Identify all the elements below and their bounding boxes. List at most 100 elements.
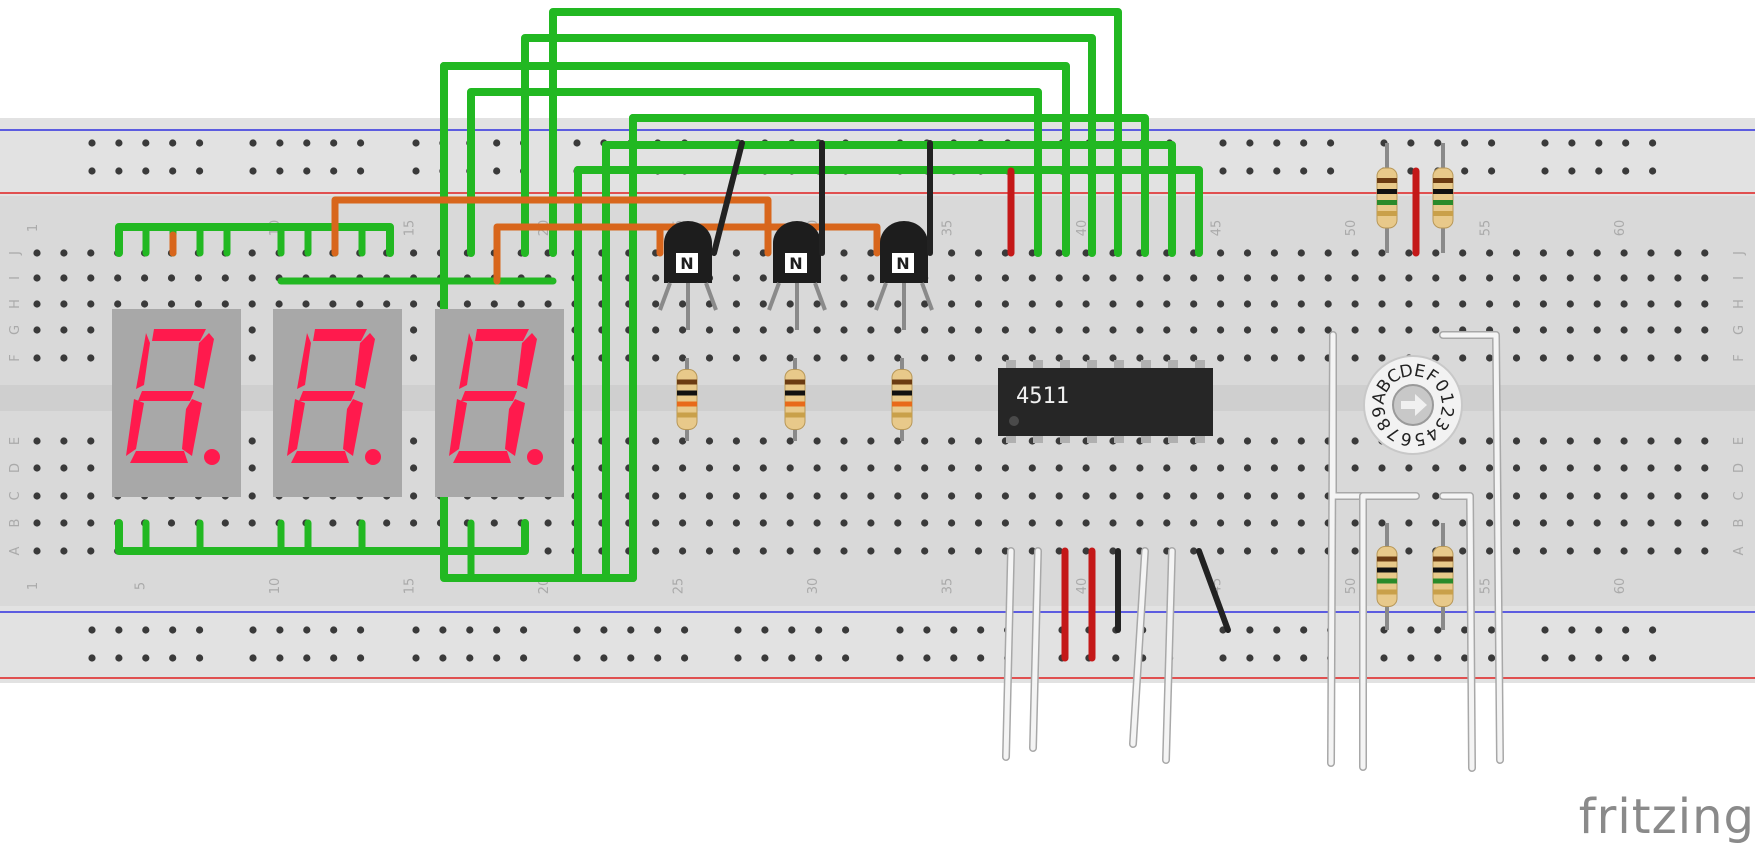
resistor-band <box>677 412 697 418</box>
hole <box>87 519 95 527</box>
hole <box>705 547 714 555</box>
ic-4511: 4511 <box>998 360 1213 443</box>
hole <box>867 464 875 472</box>
hole <box>1405 519 1413 527</box>
row-label: G <box>8 325 23 335</box>
hole <box>652 437 660 445</box>
hole <box>948 492 956 500</box>
hole <box>1136 300 1144 308</box>
hole <box>1405 249 1413 257</box>
hole <box>33 354 41 362</box>
switch-digit: 9 <box>1369 404 1391 419</box>
hole <box>1217 249 1225 257</box>
row-label: H <box>1732 299 1747 309</box>
hole <box>1136 519 1144 527</box>
hole <box>1324 274 1332 282</box>
rail-hole <box>627 654 635 662</box>
hole <box>1459 464 1467 472</box>
hole <box>1620 464 1628 472</box>
switch-digit: D <box>1398 361 1415 383</box>
hole <box>60 464 68 472</box>
hole <box>1647 519 1655 527</box>
hole <box>1459 274 1467 282</box>
ic-pin <box>1168 360 1178 370</box>
hole <box>948 437 956 445</box>
hole <box>974 274 983 282</box>
hole <box>974 300 983 308</box>
hole <box>1432 519 1440 527</box>
hole <box>974 519 983 527</box>
hole <box>1566 437 1574 445</box>
hole <box>1674 492 1682 500</box>
resistor-body <box>891 369 913 430</box>
hole <box>679 437 687 445</box>
hole <box>1351 326 1359 334</box>
switch-digit: 1 <box>1435 391 1457 406</box>
rail-hole <box>412 139 420 147</box>
hole <box>1028 519 1036 527</box>
resistor-band <box>677 379 697 385</box>
hole <box>840 249 848 257</box>
hole <box>1297 326 1305 334</box>
hole <box>1674 519 1682 527</box>
hole <box>1109 519 1117 527</box>
rail-hole <box>115 167 123 175</box>
row-label: H <box>8 299 23 309</box>
hole <box>1405 300 1413 308</box>
hole <box>1055 547 1063 555</box>
hole <box>1647 354 1655 362</box>
hole <box>867 437 875 445</box>
rail-hole <box>1649 139 1657 147</box>
hole <box>1539 547 1547 555</box>
resistor-body <box>1432 167 1454 229</box>
rail-hole <box>734 626 742 634</box>
resistor-band <box>1377 200 1397 205</box>
rail-hole <box>466 626 474 634</box>
hole <box>679 300 687 308</box>
resistor-band <box>1377 578 1397 584</box>
rail-hole <box>196 626 204 634</box>
hole <box>786 492 794 500</box>
hole <box>410 437 418 445</box>
hole <box>1432 274 1440 282</box>
hole <box>1351 519 1359 527</box>
rail-hole <box>493 626 501 634</box>
hole <box>1674 274 1682 282</box>
hole <box>60 249 68 257</box>
decimal-point <box>365 449 381 465</box>
hole <box>1109 492 1117 500</box>
hole <box>1055 274 1063 282</box>
hole <box>652 547 660 555</box>
hole <box>1674 354 1682 362</box>
hole <box>1378 249 1386 257</box>
rail-hole <box>1246 139 1254 147</box>
hole <box>1647 492 1655 500</box>
hole <box>275 300 283 308</box>
hole <box>1217 547 1225 555</box>
rail-hole <box>1649 167 1657 175</box>
ic-pin <box>1060 360 1070 370</box>
column-label-bottom: 30 <box>806 578 821 595</box>
hole <box>786 547 794 555</box>
switch-digit: 5 <box>1412 427 1427 449</box>
hole <box>1566 519 1574 527</box>
hole <box>1512 326 1521 334</box>
hole <box>248 437 256 445</box>
rail-hole <box>1622 167 1630 175</box>
hole <box>1539 326 1547 334</box>
rail-hole <box>761 626 769 634</box>
hole <box>840 274 848 282</box>
rail-hole <box>896 654 904 662</box>
hole <box>1028 492 1036 500</box>
hole <box>1539 519 1547 527</box>
white-wire <box>1440 332 1503 763</box>
hole <box>759 300 767 308</box>
hole <box>1163 274 1171 282</box>
rail-hole <box>330 139 338 147</box>
resistor-band <box>1433 211 1453 216</box>
rail-hole <box>1112 654 1120 662</box>
hole <box>1432 492 1440 500</box>
rail-hole <box>1488 139 1496 147</box>
rail-hole <box>115 626 123 634</box>
